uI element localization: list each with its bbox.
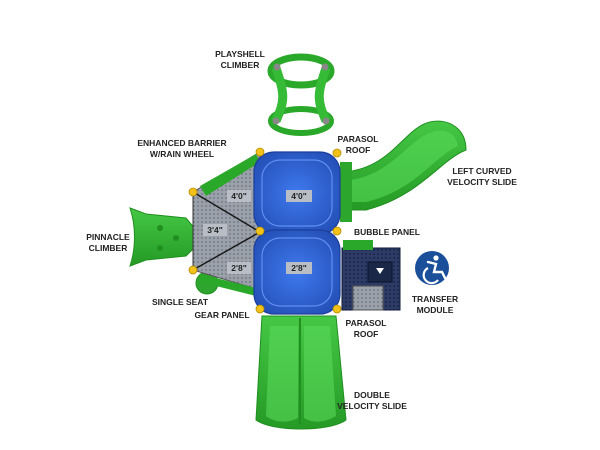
label-bubble-panel: BUBBLE PANEL <box>354 227 420 237</box>
label-pinnacle-1: PINNACLE <box>86 232 130 242</box>
label-playshell-2: CLIMBER <box>221 60 260 70</box>
label-slide-curved-1: LEFT CURVED <box>452 166 511 176</box>
deck-label-roof-lower: 2'8" <box>291 263 307 273</box>
label-double-slide-1: DOUBLE <box>354 390 390 400</box>
label-parasol-bottom-2: ROOF <box>354 329 379 339</box>
wheelchair-accessible-icon <box>415 251 449 285</box>
pinnacle-climber <box>129 207 197 267</box>
label-transfer-2: MODULE <box>417 305 454 315</box>
label-parasol-bottom-1: PARASOL <box>346 318 387 328</box>
deck-label-tri-lower: 2'8" <box>231 263 247 273</box>
deck-label-tri-upper: 4'0" <box>231 191 247 201</box>
deck-label-tri-mid: 3'4" <box>207 225 223 235</box>
left-curved-velocity-slide <box>340 120 467 222</box>
transfer-module <box>341 240 401 311</box>
label-gear-panel: GEAR PANEL <box>194 310 249 320</box>
label-single-seat: SINGLE SEAT <box>152 297 209 307</box>
label-barrier-1: ENHANCED BARRIER <box>137 138 226 148</box>
deck-height-labels: 4'0" 3'4" 2'8" 4'0" 2'8" <box>203 190 312 274</box>
label-parasol-top-1: PARASOL <box>338 134 379 144</box>
deck-label-roof-upper: 4'0" <box>291 191 307 201</box>
double-velocity-slide <box>255 315 347 430</box>
label-slide-curved-2: VELOCITY SLIDE <box>447 177 517 187</box>
label-playshell-1: PLAYSHELL <box>215 49 265 59</box>
label-double-slide-2: VELOCITY SLIDE <box>337 401 407 411</box>
label-transfer-1: TRANSFER <box>412 294 458 304</box>
playshell-climber <box>267 53 335 136</box>
label-barrier-2: W/RAIN WHEEL <box>150 149 214 159</box>
callout-labels: PLAYSHELL CLIMBER ENHANCED BARRIER W/RAI… <box>86 49 517 411</box>
post-caps <box>188 147 342 314</box>
label-pinnacle-2: CLIMBER <box>89 243 128 253</box>
label-parasol-top-2: ROOF <box>346 145 371 155</box>
